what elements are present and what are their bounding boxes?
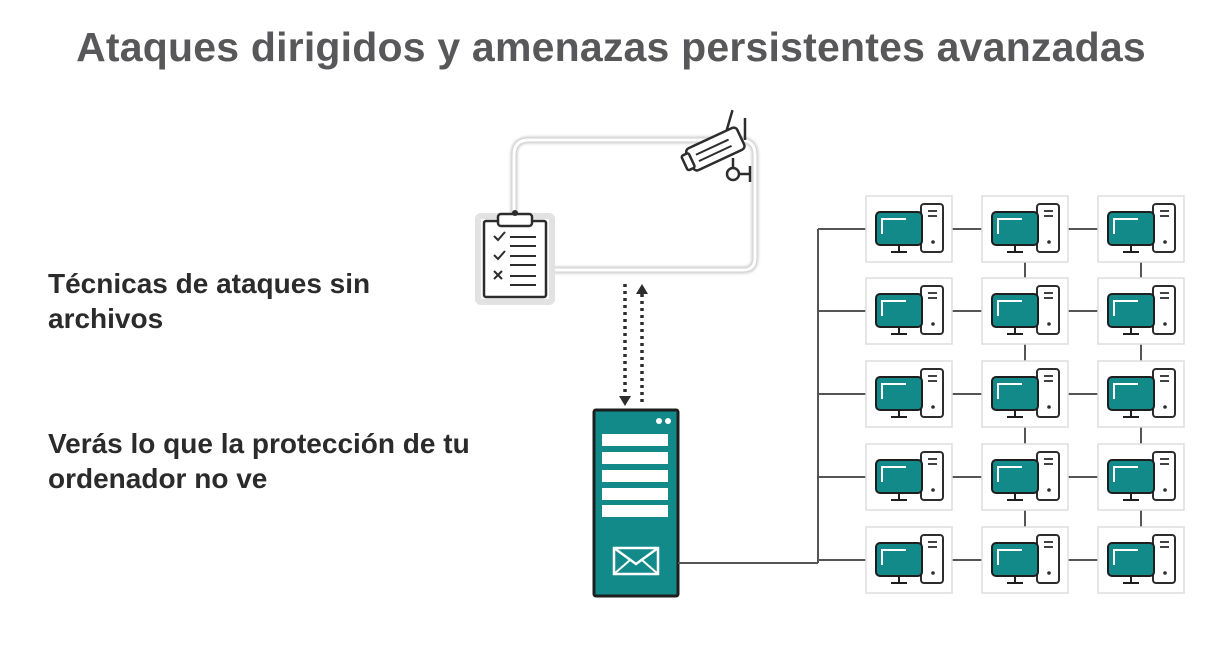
monitoring-loop: [510, 136, 759, 274]
security-camera-icon: [680, 109, 746, 172]
workstation-grid: [818, 195, 1185, 594]
desktop-computer-icon: [981, 443, 1069, 511]
desktop-computer-icon: [865, 195, 953, 263]
desktop-computer-icon: [981, 195, 1069, 263]
desktop-computer-icon: [1097, 443, 1185, 511]
desktop-computer-icon: [865, 443, 953, 511]
point-fileless-techniques: Técnicas de ataques sin archivos: [48, 268, 371, 334]
desktop-computer-icon: [1097, 277, 1185, 345]
desktop-computer-icon: [865, 277, 953, 345]
desktop-computer-icon: [1097, 526, 1185, 594]
mail-server-icon: [592, 408, 680, 598]
envelope-icon: [612, 546, 660, 576]
network-bus: [678, 229, 819, 564]
desktop-computer-icon: [981, 277, 1069, 345]
desktop-computer-icon: [865, 526, 953, 594]
clipboard-checklist-icon: [475, 210, 555, 305]
slide-title: Ataques dirigidos y amenazas persistente…: [76, 24, 1146, 70]
camera-mount: [725, 118, 752, 182]
desktop-computer-icon: [1097, 195, 1185, 263]
point-hidden-threats: Verás lo que la protección de tu ordenad…: [48, 428, 470, 494]
data-exchange-arrows: [619, 284, 648, 406]
desktop-computer-icon: [981, 526, 1069, 594]
desktop-computer-icon: [1097, 360, 1185, 428]
desktop-computer-icon: [865, 360, 953, 428]
desktop-computer-icon: [981, 360, 1069, 428]
